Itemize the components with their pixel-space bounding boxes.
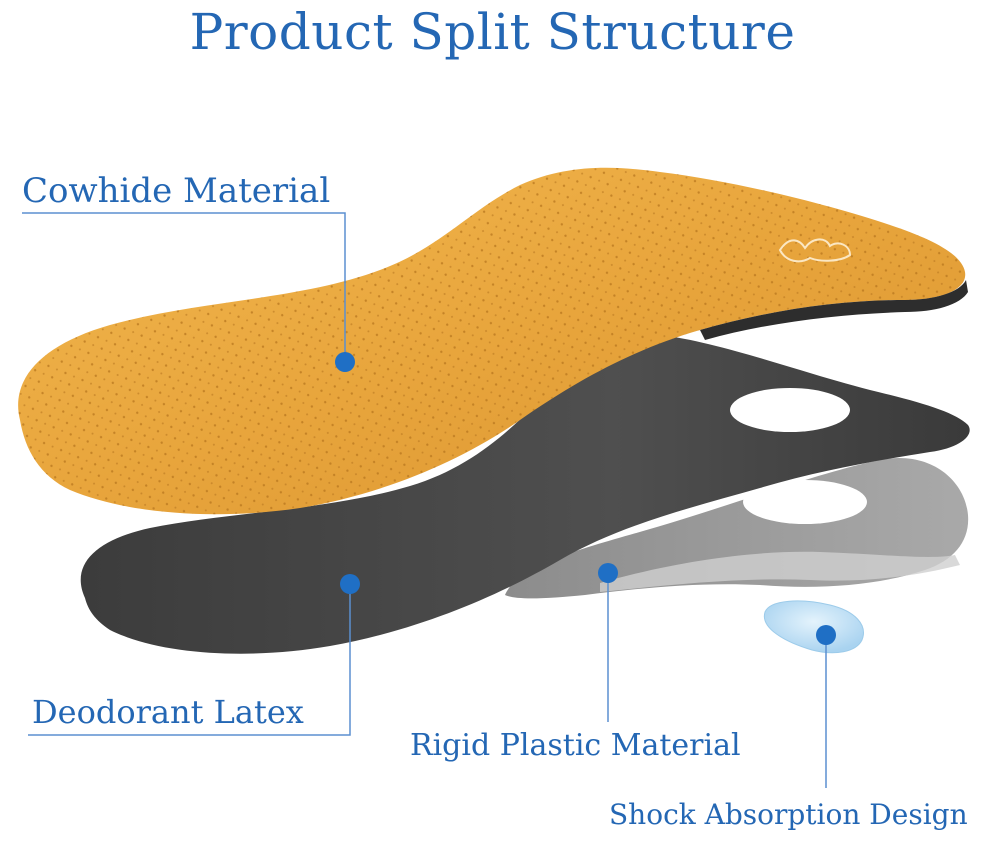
diagram-title: Product Split Structure <box>189 3 796 61</box>
cowhide-leather-layer <box>18 167 968 515</box>
latex-marker-dot <box>340 574 360 594</box>
shock-marker-dot <box>816 625 836 645</box>
rigid-plastic-label: Rigid Plastic Material <box>410 728 741 763</box>
marker-dots <box>335 352 836 645</box>
deodorant-latex-label: Deodorant Latex <box>32 693 304 731</box>
latex-leader-line <box>28 584 351 736</box>
cowhide-material-label: Cowhide Material <box>22 171 331 211</box>
shock-absorption-gel-pad <box>763 600 864 654</box>
leader-lines <box>22 212 827 788</box>
plastic-marker-dot <box>598 563 618 583</box>
cowhide-leader-line <box>22 212 346 362</box>
deodorant-latex-layer <box>80 334 970 654</box>
shock-absorption-label: Shock Absorption Design <box>609 798 968 831</box>
rigid-plastic-layer <box>505 458 969 599</box>
cowhide-marker-dot <box>335 352 355 372</box>
